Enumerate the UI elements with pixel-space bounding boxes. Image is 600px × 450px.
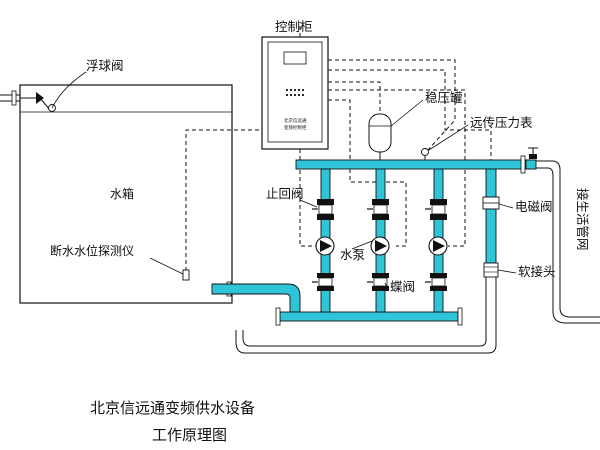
water-pump-label: 水泵 (340, 247, 365, 262)
cabinet-display (283, 51, 307, 65)
pump-branch-2 (367, 168, 390, 313)
outlet-header-pipe (295, 159, 531, 170)
water-tank-label: 水箱 (110, 186, 134, 201)
signal-line-pump1 (299, 149, 316, 247)
cabinet-panel-line2: 变频控制柜 (284, 124, 307, 131)
signal-line-pump2 (328, 99, 407, 247)
butterfly-valve-label: 蝶阀 (390, 279, 415, 294)
check-valve-label: 止回阀 (266, 186, 304, 201)
cabinet-panel-line1: 北京信远通 (284, 117, 307, 124)
signal-line-tank (328, 81, 381, 112)
bypass-soft-joint (483, 262, 499, 278)
level-probe (182, 269, 190, 281)
suction-end-flange-right (457, 307, 463, 326)
float-valve-label: 浮球阀 (86, 58, 124, 73)
cabinet-indicator-lights (285, 88, 305, 97)
suction-header-pipe (279, 311, 459, 322)
caption-line1: 北京信远通变频供水设备 (90, 399, 255, 417)
pressure-tank (368, 113, 392, 153)
signal-line-solenoid (328, 69, 492, 163)
suction-end-flange-left (275, 307, 281, 326)
water-tank (19, 84, 233, 304)
bypass-pipe-middle (485, 208, 497, 264)
bypass-pipe-upper (485, 168, 497, 198)
control-cabinet-label: 控制柜 (275, 19, 313, 34)
pump-branch-3 (425, 168, 448, 313)
outlet-elbow (525, 159, 537, 170)
suction-pipe (211, 283, 301, 313)
probe-signal-line (185, 70, 329, 278)
remote-pressure-gauge (421, 148, 429, 156)
pump-branch-1 (312, 168, 335, 313)
pressure-tank-label: 稳压罐 (425, 90, 463, 105)
signal-line-pump3 (328, 89, 466, 247)
water-level-probe-label: 断水水位探测仪 (50, 243, 134, 258)
remote-pressure-gauge-label: 远传压力表 (470, 115, 533, 130)
inlet-flange (11, 90, 17, 106)
outlet-valve-flange (520, 155, 526, 174)
to-domestic-pipe-label: 接生活管网 (575, 188, 590, 251)
caption-line2: 工作原理图 (152, 426, 227, 444)
outlet-valve-body (529, 154, 537, 159)
float-valve-body (36, 92, 44, 104)
solenoid-valve-label: 电磁阀 (515, 199, 553, 214)
soft-joint-label: 软接头 (518, 264, 556, 279)
